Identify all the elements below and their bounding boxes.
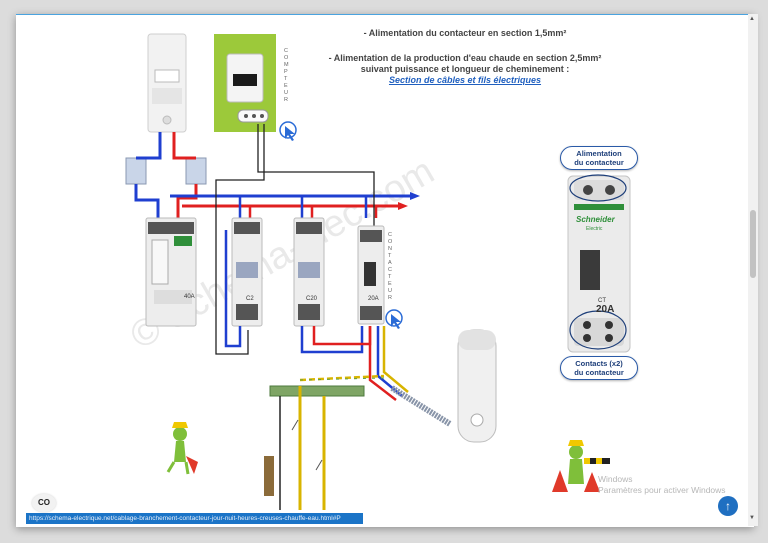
cable-section-link[interactable]: Section de câbles et fils électriques — [388, 75, 542, 85]
windows-activation-line2: Paramètres pour activer Windows — [598, 485, 726, 495]
detail-brand-sub: Electric — [586, 226, 603, 232]
electricity-meter — [214, 34, 276, 132]
contactor-click-cursor-icon[interactable] — [385, 309, 403, 329]
breaker-c20 — [293, 217, 325, 327]
scroll-to-top-button[interactable]: ↑ — [718, 496, 738, 516]
tariff-signal-wires — [215, 124, 375, 355]
main-disconnector — [147, 33, 187, 133]
captions-button[interactable]: CO — [32, 494, 56, 512]
distribution-block — [125, 157, 207, 185]
breaker-c2 — [231, 217, 263, 327]
detail-model: CT — [598, 298, 606, 304]
scroll-down-arrow-icon[interactable]: ▼ — [749, 515, 755, 521]
contactor-detail — [567, 174, 631, 353]
note-line-3: suivant puissance et longueur de chemine… — [360, 64, 570, 74]
notes-block: - Alimentation du contacteur en section … — [300, 28, 630, 86]
page-frame — [16, 14, 754, 527]
water-heater — [457, 329, 497, 443]
worker-figure-left-icon — [166, 422, 198, 475]
note-line-1: - Alimentation du contacteur en section … — [363, 28, 567, 38]
distribution-busbars — [170, 192, 420, 218]
scrollbar-thumb[interactable] — [750, 210, 756, 278]
windows-activation-line1: Windows — [598, 474, 633, 484]
breaker-c2-label: C2 — [246, 296, 254, 302]
contactor — [357, 225, 385, 325]
meter-click-cursor-icon[interactable] — [279, 121, 297, 141]
windows-activation-watermark: Windows Paramètres pour activer Windows — [598, 474, 726, 496]
detail-rating: 20A — [596, 304, 614, 315]
main-breaker — [145, 217, 197, 327]
contactor-rating: 20A — [368, 296, 379, 302]
earth-stake — [264, 456, 274, 496]
status-bar-url: https://schema-electrique.net/cablage-br… — [26, 513, 363, 524]
output-wires — [224, 230, 409, 401]
breaker-c20-label: C20 — [306, 296, 318, 302]
detail-brand: Schneider — [576, 215, 616, 224]
supply-wires — [134, 132, 198, 218]
main-breaker-rating: 40A — [184, 294, 195, 300]
flexible-conduit — [390, 385, 452, 427]
note-line-2: - Alimentation de la production d'eau ch… — [328, 53, 602, 63]
worker-figure-right-icon — [552, 440, 610, 492]
earth-terminal-bar — [269, 374, 385, 510]
callout-contactor-supply: Alimentation du contacteur — [560, 146, 638, 170]
scroll-up-arrow-icon[interactable]: ▲ — [749, 16, 755, 22]
callout-contactor-contacts: Contacts (x2) du contacteur — [560, 356, 638, 380]
